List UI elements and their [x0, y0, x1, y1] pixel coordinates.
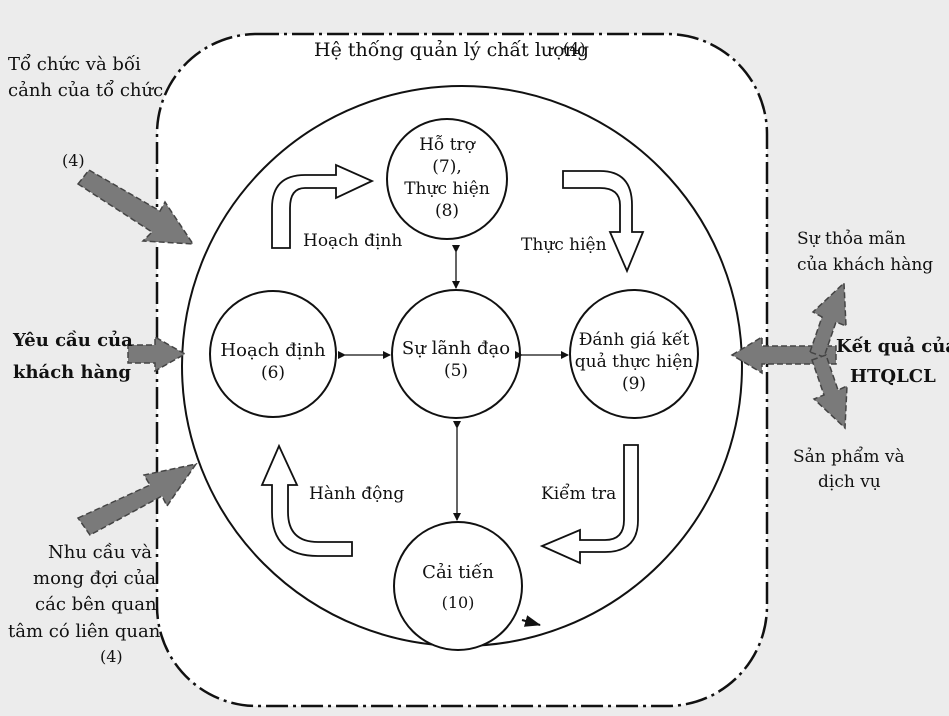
system-ref: (4) — [563, 39, 586, 58]
cycle-label-plan: Hoạch định — [303, 231, 402, 251]
leadership-line2: (5) — [444, 361, 468, 381]
improvement-line2: (10) — [442, 593, 475, 612]
results-line1: Kết quả của — [836, 335, 949, 357]
act-cycle-arrow — [260, 443, 353, 557]
context-ref: (4) — [62, 151, 85, 170]
customer-req-line2: khách hàng — [13, 362, 131, 383]
plan-cycle-arrow — [271, 163, 375, 249]
needs-input-arrow — [76, 462, 198, 536]
needs-ref: (4) — [100, 647, 123, 666]
system-title: Hệ thống quản lý chất lượng — [314, 39, 589, 61]
leadership-line1: Sự lãnh đạo — [402, 338, 510, 359]
results-line2: HTQLCL — [850, 366, 936, 387]
support-line3: Thực hiện — [404, 179, 490, 199]
customer-requirements-arrow — [127, 335, 187, 373]
cycle-label-do: Thực hiện — [521, 235, 607, 255]
planning-line1: Hoạch định — [220, 340, 326, 361]
needs-line3: các bên quan — [35, 594, 157, 615]
context-input-arrow — [76, 169, 195, 245]
do-cycle-arrow — [562, 170, 645, 274]
cycle-label-check: Kiểm tra — [541, 484, 616, 504]
products-output-arrow — [811, 354, 848, 430]
cycle-label-act: Hành động — [309, 484, 404, 504]
context-line1: Tổ chức và bối — [8, 53, 141, 75]
results-output-arrow — [730, 335, 837, 375]
evaluation-line1: Đánh giá kết — [579, 330, 690, 350]
needs-line2: mong đợi của — [33, 568, 156, 589]
circle-flow-arrow — [521, 615, 541, 627]
evaluation-node — [569, 289, 699, 419]
evaluation-line3: (9) — [622, 374, 646, 394]
planning-line2: (6) — [261, 363, 285, 383]
improvement-line1: Cải tiến — [422, 562, 494, 583]
context-line2: cảnh của tổ chức — [8, 79, 163, 101]
satisfaction-line2: của khách hàng — [797, 255, 933, 275]
satisfaction-line1: Sự thỏa mãn — [797, 229, 906, 249]
evaluation-line2: quả thực hiện — [575, 352, 693, 372]
customer-req-line1: Yêu cầu của — [12, 329, 133, 351]
satisfaction-output-arrow — [809, 281, 847, 358]
support-line4: (8) — [435, 201, 459, 221]
support-line1: Hỗ trợ — [419, 135, 476, 155]
products-line2: dịch vụ — [818, 472, 881, 492]
planning-node — [209, 290, 337, 418]
support-line2: (7), — [432, 157, 461, 177]
support-node — [386, 118, 508, 240]
improvement-node — [393, 521, 523, 651]
check-cycle-arrow — [539, 444, 639, 565]
products-line1: Sản phẩm và — [793, 447, 905, 467]
needs-line1: Nhu cầu và — [48, 542, 152, 563]
needs-line4: tâm có liên quan — [8, 621, 161, 642]
